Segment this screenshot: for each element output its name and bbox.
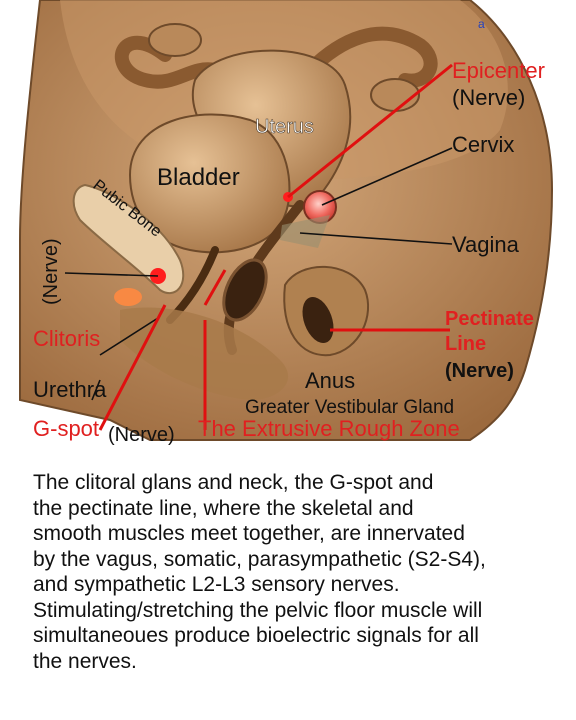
label-bladder: Bladder [157, 164, 240, 191]
label-gspot-nerve: (Nerve) [108, 424, 175, 446]
label-epicenter: Epicenter [452, 58, 545, 83]
leader-lines-red [98, 63, 453, 431]
stray-mark: a [478, 17, 485, 31]
pelvic-anatomy-diagram: a Epicenter (Nerve) Uterus Cervix Bladde… [19, 0, 554, 446]
label-rough-zone: The Extrusive Rough Zone [198, 416, 460, 441]
fallopian-tube-left [114, 35, 222, 89]
pubic-bone-shape [72, 183, 185, 295]
label-pectinate-line: Line [445, 333, 486, 355]
label-gspot: G-spot [33, 416, 99, 441]
fallopian-tube-right [303, 26, 438, 88]
leader-lines-black [64, 147, 453, 401]
vaginal-wall-highlight [280, 215, 330, 248]
label-uterus: Uterus [255, 116, 314, 138]
ovary-icon [148, 23, 202, 57]
ovary-icon [370, 78, 420, 112]
clitoris-glans [114, 288, 142, 306]
anus-opening [302, 296, 334, 344]
label-nerve-vertical: (Nerve) [40, 238, 62, 305]
vaginal-opening [222, 258, 268, 322]
label-epicenter-nerve: (Nerve) [452, 85, 525, 110]
label-urethra: Urethra [33, 377, 107, 402]
label-clitoris: Clitoris [33, 326, 100, 351]
label-vagina: Vagina [452, 232, 520, 257]
label-greater-vestibular-gland: Greater Vestibular Gland [245, 397, 454, 418]
caption-text: The clitoral glans and neck, the G-spot … [33, 471, 486, 673]
label-anus: Anus [305, 368, 355, 393]
label-cervix: Cervix [452, 132, 514, 157]
label-pectinate: Pectinate [445, 308, 534, 330]
label-pectinate-nerve: (Nerve) [445, 360, 514, 382]
